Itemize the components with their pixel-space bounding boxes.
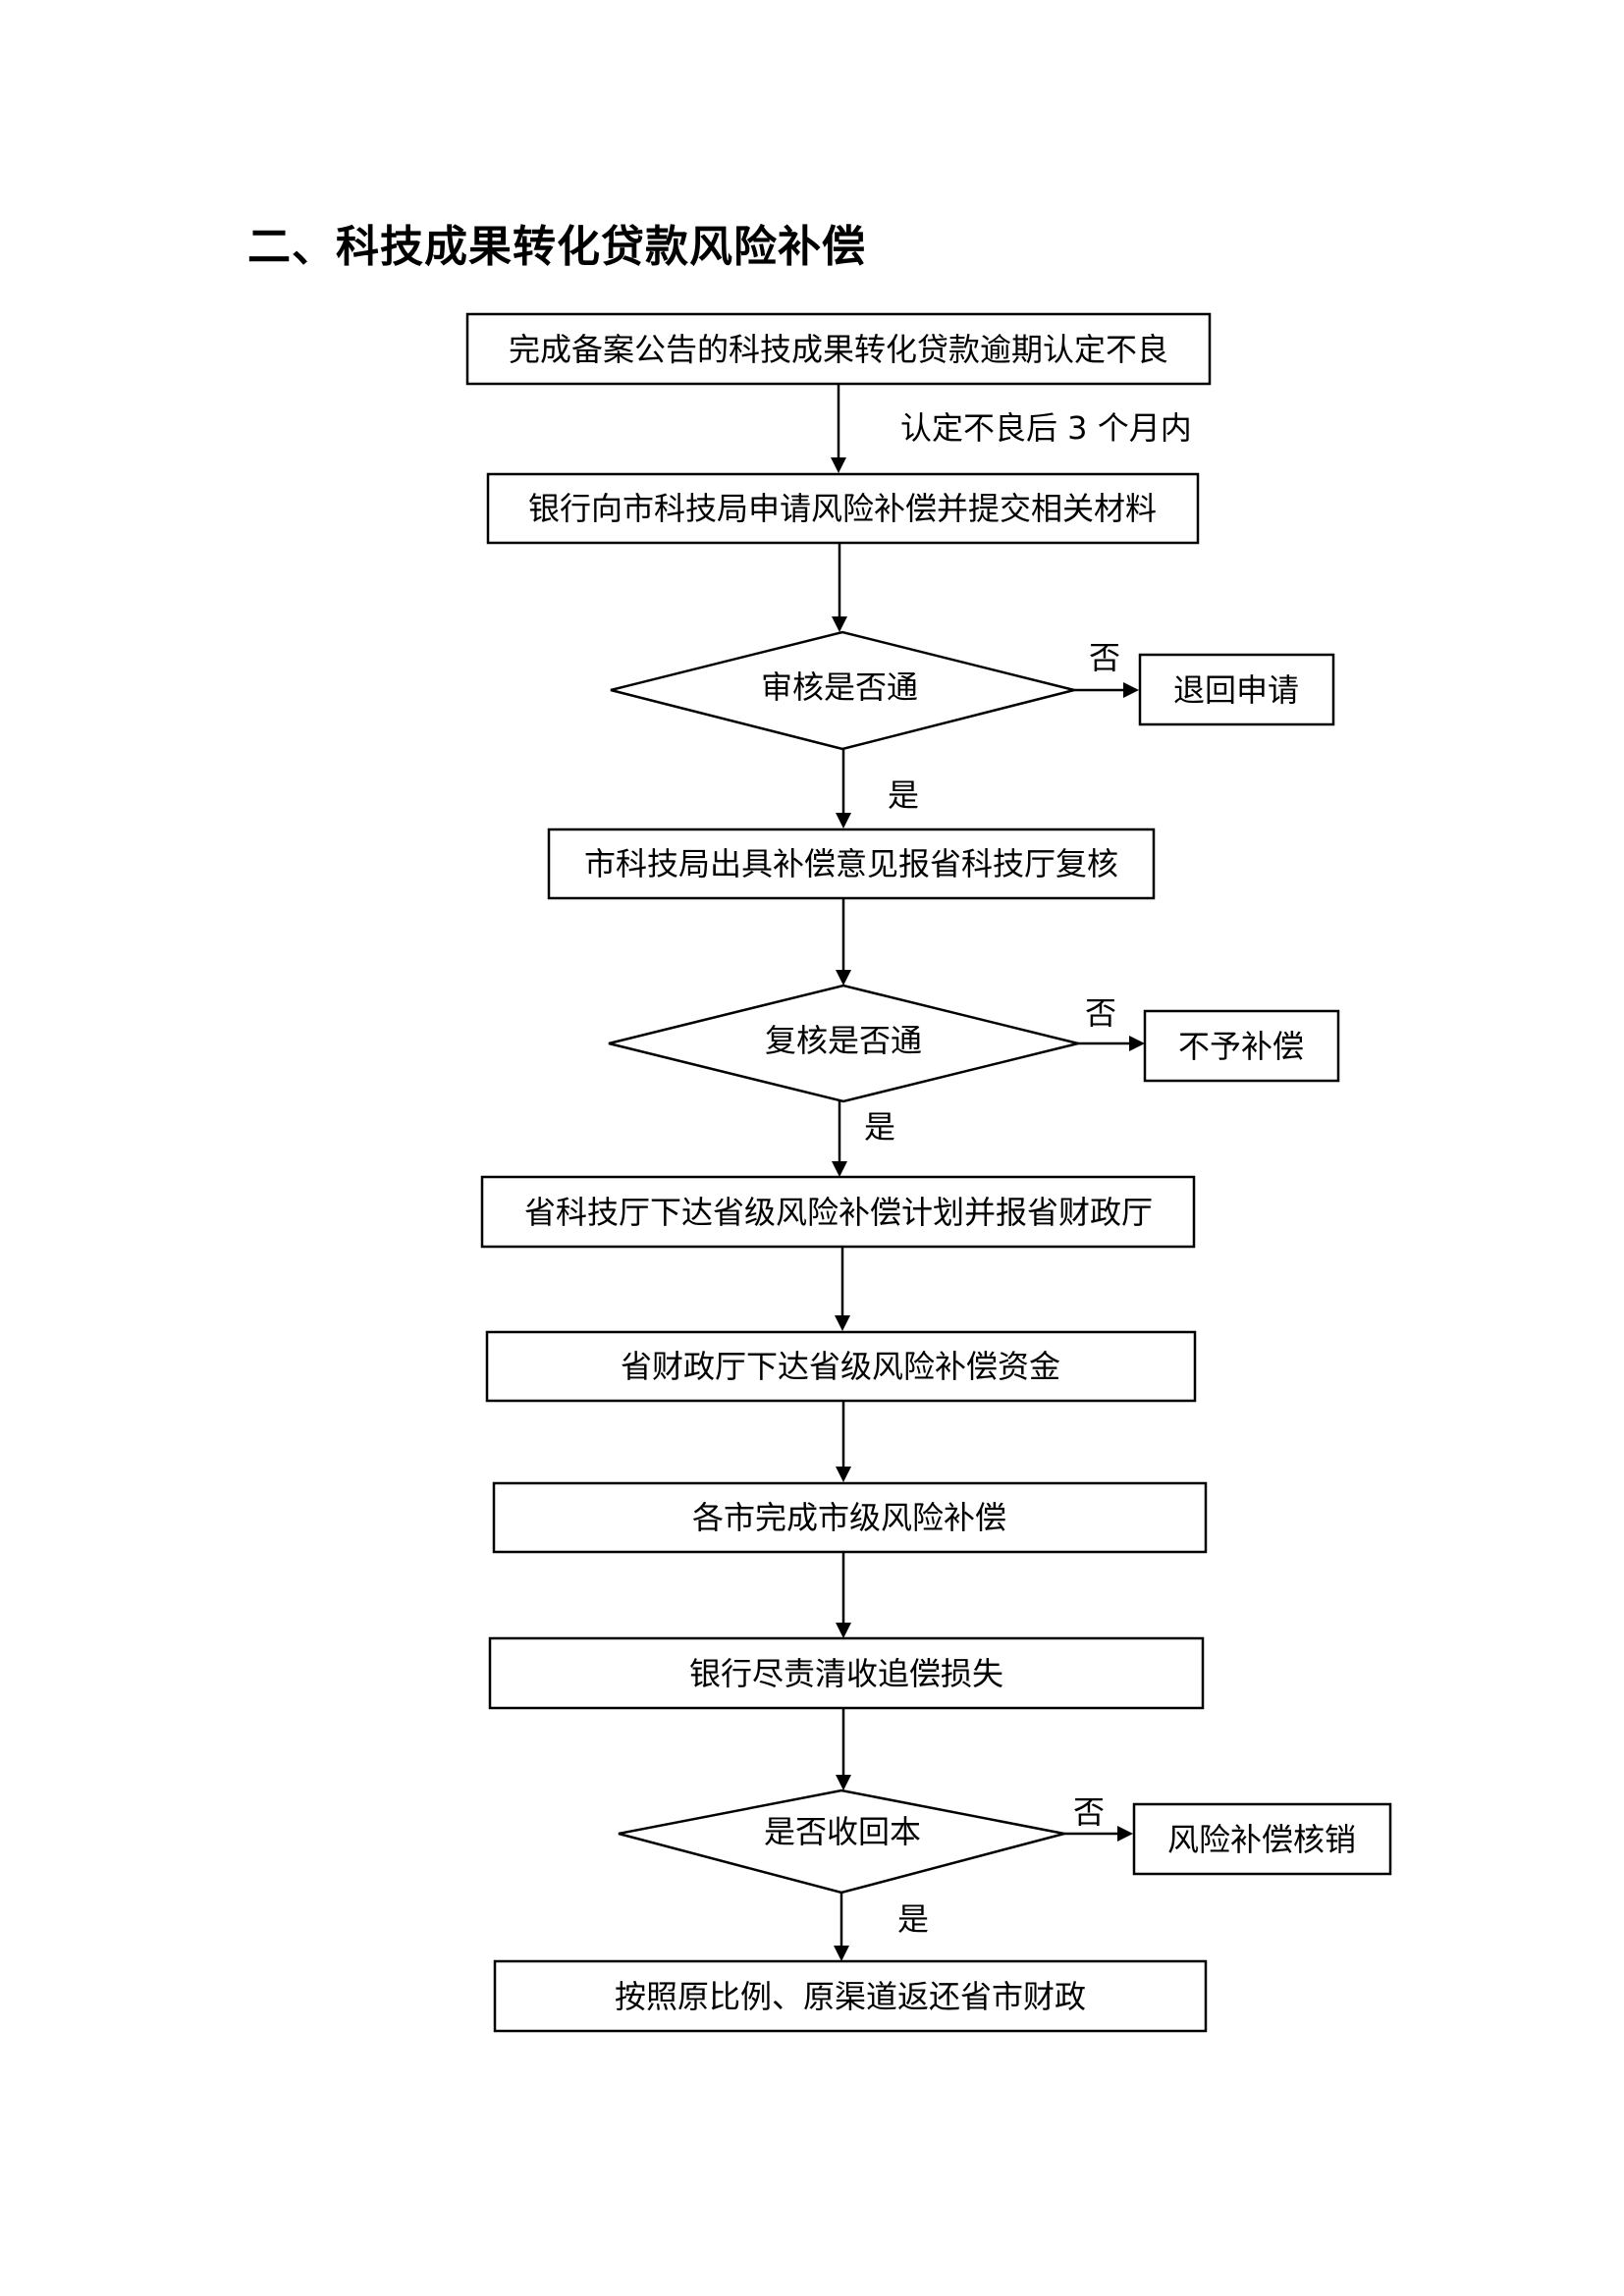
arrowhead-icon	[1123, 682, 1139, 698]
result-return-application-label: 退回申请	[1173, 671, 1299, 709]
step-province-funds	[485, 1330, 1197, 1403]
result-compensation-writeoff-label: 风险补偿核销	[1167, 1821, 1356, 1858]
edge-label-within-3-months: 认定不良后 3 个月内	[900, 409, 1192, 447]
edge-label-no: 否	[1089, 639, 1120, 676]
decision-recheck-passed-label: 复核是否通	[765, 1022, 922, 1059]
arrowhead-icon	[831, 457, 846, 473]
step-province-funds-label: 省财政厅下达省级风险补偿资金	[621, 1348, 1060, 1385]
arrowhead-icon	[832, 616, 847, 632]
result-no-compensation-label: 不予补偿	[1178, 1028, 1304, 1065]
step-bank-apply	[486, 472, 1200, 545]
step-city-bureau-opinion-label: 市科技局出具补偿意见报省科技厅复核	[584, 845, 1118, 882]
step-overdue-nonperforming-label: 完成备案公告的科技成果转化贷款逾期认定不良	[509, 331, 1168, 368]
step-return-funds-label: 按照原比例、原渠道返还省市财政	[615, 1978, 1086, 2015]
step-return-funds	[493, 1959, 1208, 2033]
arrowhead-icon	[836, 813, 851, 828]
result-no-compensation	[1143, 1009, 1340, 1083]
step-province-plan	[480, 1175, 1196, 1249]
step-city-compensation	[492, 1481, 1208, 1554]
arrowhead-icon	[1117, 1826, 1133, 1842]
arrowhead-icon	[834, 1946, 849, 1961]
arrowhead-icon	[835, 1315, 850, 1331]
edge-label-yes: 是	[864, 1108, 895, 1146]
edge-label-no: 否	[1073, 1793, 1105, 1831]
step-bank-recovery-label: 银行尽责清收追偿损失	[689, 1655, 1003, 1692]
step-bank-apply-label: 银行向市科技局申请风险补偿并提交相关材料	[528, 490, 1157, 527]
arrowhead-icon	[836, 1467, 851, 1482]
result-compensation-writeoff	[1132, 1802, 1392, 1876]
step-bank-recovery	[488, 1636, 1205, 1710]
arrowhead-icon	[832, 1161, 847, 1177]
decision-principal-recovered-label: 是否收回本	[764, 1813, 921, 1850]
edge-label-no: 否	[1085, 994, 1116, 1032]
result-return-application	[1138, 653, 1335, 726]
step-province-plan-label: 省科技厅下达省级风险补偿计划并报省财政厅	[524, 1194, 1153, 1231]
step-city-bureau-opinion	[547, 828, 1156, 900]
arrowhead-icon	[836, 1623, 851, 1638]
arrowhead-icon	[836, 1775, 851, 1790]
edge-label-yes: 是	[888, 776, 919, 814]
edge-label-yes: 是	[897, 1900, 929, 1938]
arrowhead-icon	[1129, 1036, 1145, 1051]
step-city-compensation-label: 各市完成市级风险补偿	[692, 1499, 1006, 1536]
decision-review-passed-label: 审核是否通	[761, 668, 918, 706]
page-title: 二、科技成果转化贷款风险补偿	[247, 222, 866, 272]
arrowhead-icon	[836, 970, 851, 986]
step-overdue-nonperforming	[465, 312, 1212, 386]
